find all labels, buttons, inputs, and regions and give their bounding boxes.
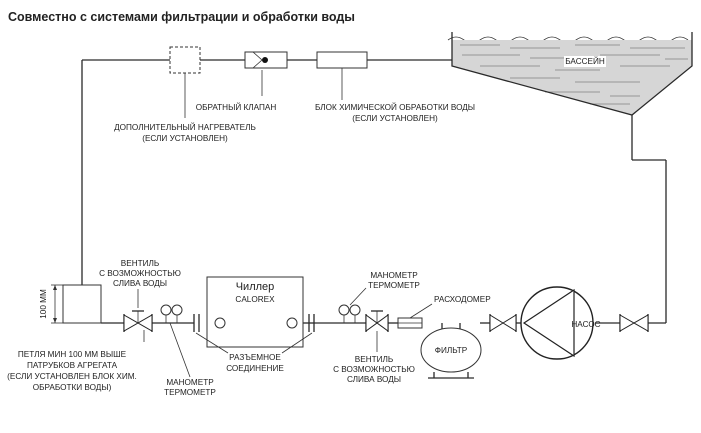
left-pressure-gauge xyxy=(160,304,172,323)
riser-loop xyxy=(51,284,102,324)
left-drain-label-line2: С ВОЗМОЖНОСТЬЮ xyxy=(99,269,181,278)
left-drain-valve xyxy=(123,310,153,342)
left-gauge-label-line2: ТЕРМОМЕТР xyxy=(164,388,216,397)
right-drain-label-line3: СЛИВА ВОДЫ xyxy=(347,375,401,384)
right-drain-label-line2: С ВОЗМОЖНОСТЬЮ xyxy=(333,365,415,374)
chiller-name: Чиллер xyxy=(236,281,275,293)
loop-label-line2: ПАТРУБКОВ АГРЕГАТА xyxy=(27,361,118,370)
union-label-line1: РАЗЪЕМНОЕ xyxy=(229,353,281,362)
pool-water-fill xyxy=(452,40,692,115)
chemical-treatment-unit xyxy=(316,51,368,69)
union-leader-left xyxy=(195,332,229,354)
right-gauge-label-line2: ТЕРМОМЕТР xyxy=(368,281,420,290)
left-drain-label-line3: СЛИВА ВОДЫ xyxy=(113,279,167,288)
left-drain-label-line1: ВЕНТИЛЬ xyxy=(121,259,159,268)
water-hatching xyxy=(460,44,688,105)
pump-label: НАСОС xyxy=(571,320,600,329)
isolation-valve-right xyxy=(619,314,649,332)
left-gauge-leader xyxy=(169,322,191,378)
right-drain-valve xyxy=(365,310,389,332)
union-right xyxy=(308,314,315,332)
loop-label-line4: ОБРАБОТКИ ВОДЫ) xyxy=(33,383,112,392)
diagram-title: Совместно с системами фильтрации и обраб… xyxy=(8,10,355,24)
check-valve-label: ОБРАТНЫЙ КЛАПАН xyxy=(196,101,277,112)
chem-label-line2: (ЕСЛИ УСТАНОВЛЕН) xyxy=(352,114,438,123)
left-thermometer xyxy=(171,304,183,323)
pool: БАССЕЙН xyxy=(447,32,693,116)
loop-label-line3: (ЕСЛИ УСТАНОВЛЕН БЛОК ХИМ. xyxy=(7,372,137,381)
union-leader-right xyxy=(281,332,313,354)
flowmeter xyxy=(397,317,423,329)
right-pressure-gauge xyxy=(338,304,350,323)
filter-label: ФИЛЬТР xyxy=(435,346,468,355)
isolation-valve-center xyxy=(489,314,517,332)
check-valve xyxy=(244,51,288,69)
union-label-line2: СОЕДИНЕНИЕ xyxy=(226,364,284,373)
pool-label-bg xyxy=(564,56,606,67)
heater-label-line2: (ЕСЛИ УСТАНОВЛЕН) xyxy=(142,134,228,143)
chem-label-line1: БЛОК ХИМИЧЕСКОЙ ОБРАБОТКИ ВОДЫ xyxy=(315,101,475,112)
loop-label-line1: ПЕТЛЯ МИН 100 ММ ВЫШЕ xyxy=(18,350,127,359)
left-gauge-label-line1: МАНОМЕТР xyxy=(166,378,214,387)
filter xyxy=(420,323,482,379)
loop-height-label: 100 ММ xyxy=(39,289,48,319)
union-left xyxy=(193,314,200,332)
flowmeter-label: РАСХОДОМЕР xyxy=(434,295,491,304)
right-gauge-leader xyxy=(349,287,367,306)
right-gauge-label-line1: МАНОМЕТР xyxy=(370,271,418,280)
right-thermometer xyxy=(349,304,361,323)
chiller-unit xyxy=(206,276,304,348)
pipe-network xyxy=(81,59,667,324)
flowmeter-leader xyxy=(409,303,433,319)
pump xyxy=(520,286,594,360)
pool-label: БАССЕЙН xyxy=(565,55,605,66)
right-drain-label-line1: ВЕНТИЛЬ xyxy=(355,355,393,364)
auxiliary-heater xyxy=(169,46,201,74)
heater-label-line1: ДОПОЛНИТЕЛЬНЫЙ НАГРЕВАТЕЛЬ xyxy=(114,121,256,132)
chiller-brand: CALOREX xyxy=(235,295,275,304)
